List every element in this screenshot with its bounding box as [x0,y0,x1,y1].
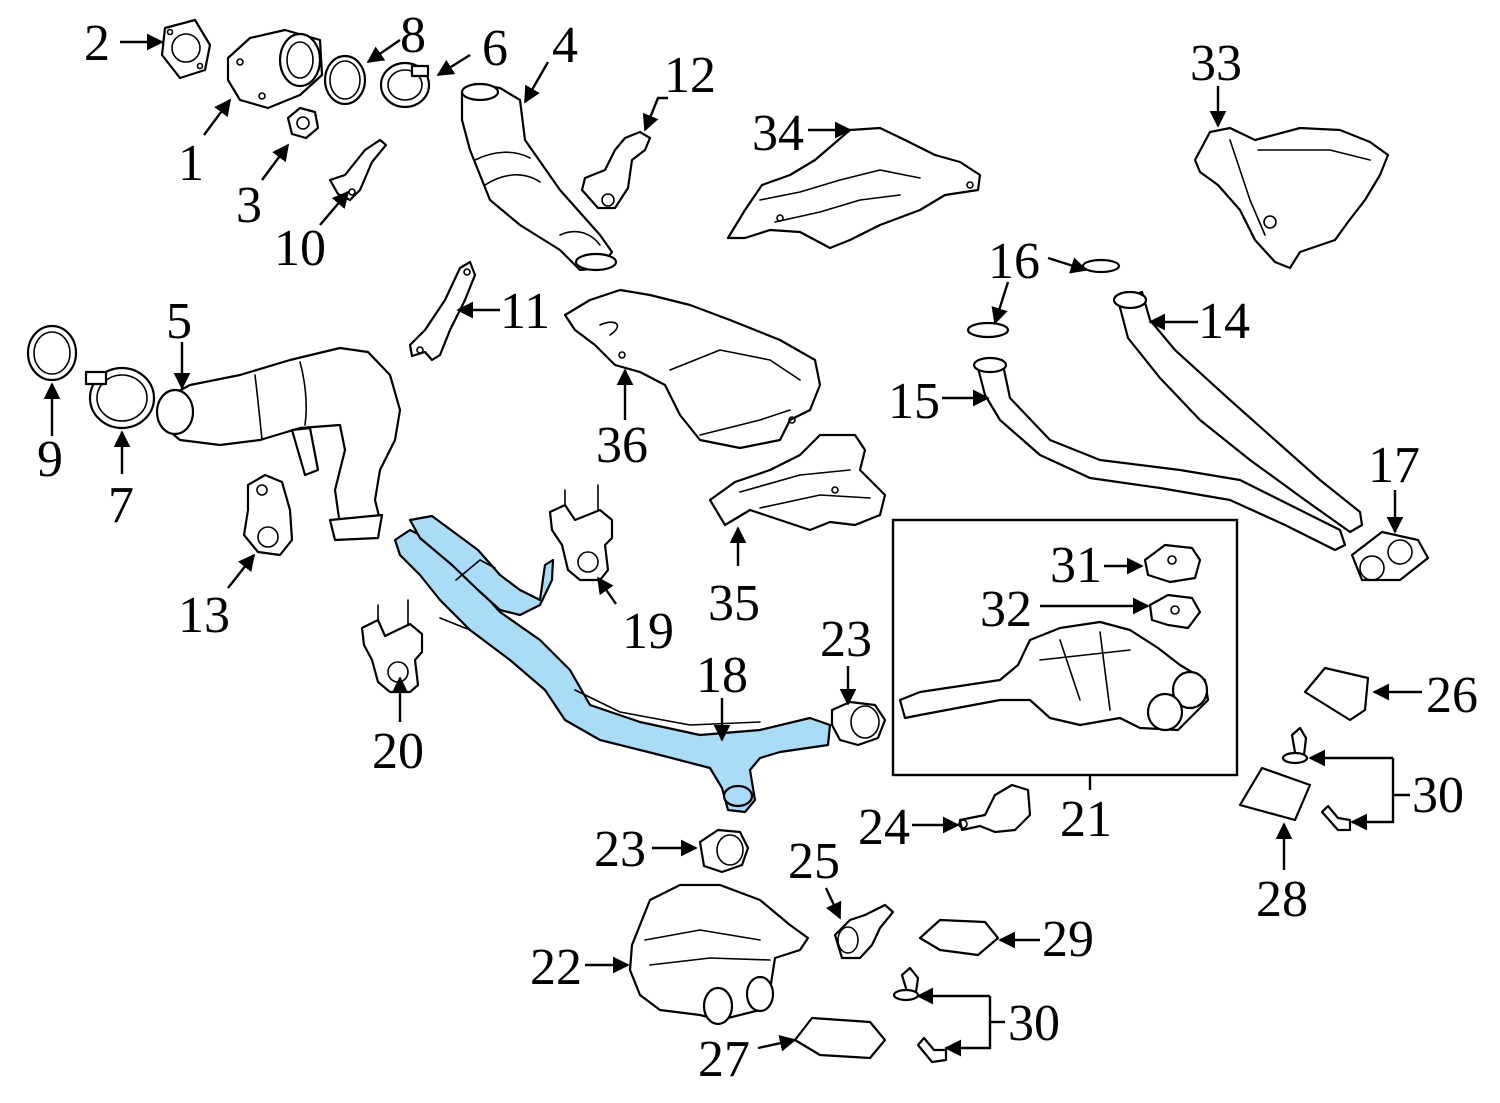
callout-14: 14 [1198,293,1250,350]
callout-16: 16 [988,233,1040,290]
part-5-catalytic-converter[interactable] [155,346,402,542]
callout-22: 22 [530,939,582,996]
callout-19: 19 [622,603,674,660]
callout-30-right: 30 [1412,767,1464,824]
part-30-screws-right[interactable] [1281,726,1352,832]
callout-28: 28 [1256,871,1308,928]
part-30-screws-lower[interactable] [892,966,948,1064]
callout-21: 21 [1060,791,1112,848]
callout-23-lower: 23 [594,821,646,878]
callout-32: 32 [980,581,1032,638]
callout-5: 5 [166,293,192,350]
callout-7: 7 [108,477,134,534]
callout-25: 25 [788,833,840,890]
part-7-clamp[interactable] [84,366,156,430]
part-36-heat-shield[interactable] [563,288,822,450]
callout-8: 8 [400,7,426,64]
part-33-heat-shield[interactable] [1193,126,1390,270]
callout-23-upper: 23 [820,611,872,668]
part-19-hanger[interactable] [548,484,614,582]
part-2-gasket[interactable] [160,18,212,80]
part-23-clamp-upper[interactable] [830,700,887,747]
part-13-hanger[interactable] [242,473,294,557]
part-23-clamp-lower[interactable] [698,828,750,874]
callout-24: 24 [858,799,910,856]
callout-3: 3 [236,177,262,234]
part-12-sensor[interactable] [580,130,652,210]
callout-36: 36 [596,417,648,474]
callout-30-lower: 30 [1008,995,1060,1052]
callout-1: 1 [178,135,204,192]
callout-4: 4 [552,17,578,74]
part-1-flange[interactable] [226,28,324,110]
part-4-catalytic-pipe[interactable] [460,82,618,272]
callout-12: 12 [664,47,716,104]
leader-lines [43,33,1422,1057]
part-9-ring[interactable] [26,324,78,382]
part-27-tip[interactable] [793,1016,887,1060]
part-16-gaskets[interactable] [966,258,1121,339]
part-8-ring[interactable] [323,54,367,106]
callout-18: 18 [696,647,748,704]
part-15-pipe[interactable] [972,356,1347,552]
callout-11: 11 [500,283,550,340]
part-14-pipe[interactable] [1112,290,1364,534]
callout-20: 20 [372,723,424,780]
part-18-intermediate-pipe[interactable] [393,514,832,814]
part-28-tip[interactable] [1238,766,1312,822]
part-21-muffler[interactable] [898,620,1210,732]
part-10-bracket[interactable] [328,138,388,202]
callout-35: 35 [708,575,760,632]
part-6-clamp[interactable] [379,61,431,109]
callout-6: 6 [482,20,508,77]
part-21-group-box [891,518,1239,777]
part-17-tips[interactable] [1350,530,1430,582]
part-24-valve[interactable] [958,783,1032,834]
part-26-tip[interactable] [1303,666,1370,722]
part-34-heat-shield[interactable] [726,126,982,250]
callout-9: 9 [37,431,63,488]
part-25-connector[interactable] [833,903,895,960]
part-11-bracket[interactable] [408,260,477,362]
callout-17: 17 [1368,437,1420,494]
callout-27: 27 [698,1031,750,1088]
part-32-bracket[interactable] [1148,593,1202,630]
part-29-tip[interactable] [918,918,1000,957]
callout-15: 15 [888,373,940,430]
callout-29: 29 [1042,911,1094,968]
callout-33: 33 [1190,35,1242,92]
part-20-hanger[interactable] [360,599,424,694]
callout-34: 34 [752,105,804,162]
callout-10: 10 [274,220,326,277]
callout-31: 31 [1050,537,1102,594]
callout-2: 2 [84,15,110,72]
part-22-rear-muffler[interactable] [628,883,810,1026]
callout-13: 13 [178,587,230,644]
part-31-bracket[interactable] [1143,543,1202,584]
callouts: 2 1 3 8 6 4 10 12 34 33 11 36 16 14 15 1… [37,7,1478,1088]
callout-26: 26 [1426,667,1478,724]
part-3-nut[interactable] [286,106,320,140]
part-35-heat-shield[interactable] [708,433,887,532]
